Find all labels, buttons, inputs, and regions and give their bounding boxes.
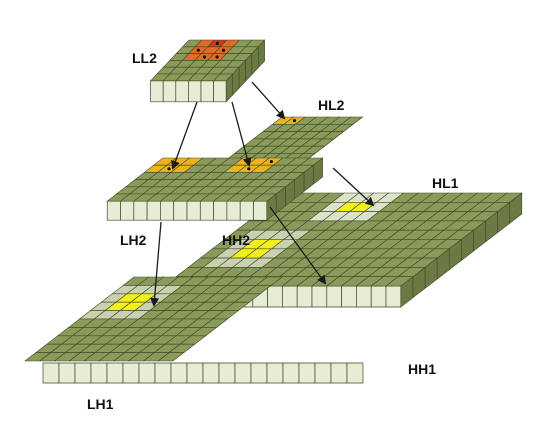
- level1-subbands: [24, 192, 523, 384]
- front-face-cell: [106, 200, 121, 221]
- coefficient-dot: [215, 55, 219, 59]
- front-face-cell: [175, 80, 189, 103]
- front-face-cell: [218, 362, 236, 384]
- level1-grid: [163, 192, 523, 308]
- front-face-cell: [74, 362, 92, 384]
- front-face-cell: [385, 285, 402, 308]
- front-face-cell: [282, 285, 298, 308]
- front-face-cell: [266, 362, 284, 384]
- front-face-cell: [370, 285, 387, 308]
- coefficient-dot: [269, 160, 273, 164]
- front-face-cell: [296, 285, 313, 308]
- coefficient-dot: [215, 41, 219, 46]
- level2-subbands: [106, 116, 364, 221]
- label-lh2: LH2: [120, 232, 147, 248]
- front-face-cell: [199, 200, 214, 221]
- front-face-cell: [356, 285, 372, 308]
- front-face-cell: [154, 362, 172, 384]
- arrow-ll2-to-lh2: [171, 101, 198, 170]
- front-face-cell: [326, 285, 342, 308]
- front-face-cell: [253, 200, 268, 221]
- label-lh1: LH1: [87, 396, 114, 412]
- front-face-cell: [234, 362, 252, 384]
- lh1-grid: [24, 276, 364, 384]
- front-face-cell: [138, 362, 156, 384]
- ll2-grid: [149, 39, 266, 103]
- arrow-hl2-to-hl1: [332, 167, 375, 207]
- grid-cell: [385, 276, 414, 287]
- front-face-cell: [186, 200, 201, 221]
- label-ll2: LL2: [132, 50, 157, 66]
- coefficient-dot: [202, 55, 207, 59]
- hl2-grid: [224, 116, 364, 162]
- grid-cell: [252, 193, 277, 202]
- front-face-cell: [250, 362, 268, 384]
- front-face-cell: [58, 362, 76, 384]
- front-face-cell: [90, 362, 108, 384]
- label-hl1: HL1: [432, 175, 459, 191]
- front-face-cell: [133, 200, 148, 221]
- front-face-cell: [346, 362, 364, 384]
- arrow-hh2-to-hh1: [269, 206, 327, 285]
- front-face-cell: [341, 285, 357, 308]
- front-face-cell: [173, 200, 188, 221]
- ll2-subband: [149, 39, 266, 103]
- front-face-cell: [213, 200, 228, 221]
- grid-cell: [212, 73, 234, 82]
- front-face-cell: [200, 80, 214, 103]
- label-hl2: HL2: [318, 97, 345, 113]
- front-face-cell: [202, 362, 220, 384]
- arrow-ll2-to-hl2: [251, 81, 286, 120]
- label-hh1: HH1: [408, 361, 437, 377]
- front-face-cell: [106, 362, 124, 384]
- front-face-cell: [267, 285, 283, 308]
- coefficient-dot: [292, 119, 297, 123]
- front-face-cell: [42, 362, 60, 384]
- arrow-lh2-to-lh1: [150, 221, 162, 307]
- front-face-cell: [186, 362, 204, 384]
- coefficient-dot: [247, 167, 251, 171]
- lh2-hh2-grid: [106, 157, 324, 221]
- front-face-cell: [188, 80, 202, 103]
- front-face-cell: [226, 200, 241, 221]
- front-face-cell: [213, 80, 227, 103]
- coefficient-dot: [221, 48, 226, 52]
- front-face-cell: [239, 200, 254, 221]
- coefficient-dot: [167, 167, 171, 171]
- front-face-cell: [162, 80, 177, 103]
- front-face-cell: [150, 80, 164, 103]
- label-hh2: HH2: [222, 232, 251, 248]
- front-face-cell: [120, 200, 135, 221]
- coefficient-dot: [196, 48, 200, 52]
- front-face-cell: [282, 362, 300, 384]
- grid-cell: [157, 352, 185, 362]
- front-face-cell: [330, 362, 348, 384]
- front-face-cell: [170, 362, 188, 384]
- front-face-cell: [122, 362, 140, 384]
- front-face-cell: [298, 362, 316, 384]
- front-face-cell: [311, 285, 328, 308]
- front-face-cell: [160, 200, 175, 221]
- arrow-ll2-to-hh2: [231, 101, 252, 167]
- front-face-cell: [146, 200, 161, 221]
- front-face-cell: [314, 362, 332, 384]
- parent-child-arrows: [150, 81, 375, 307]
